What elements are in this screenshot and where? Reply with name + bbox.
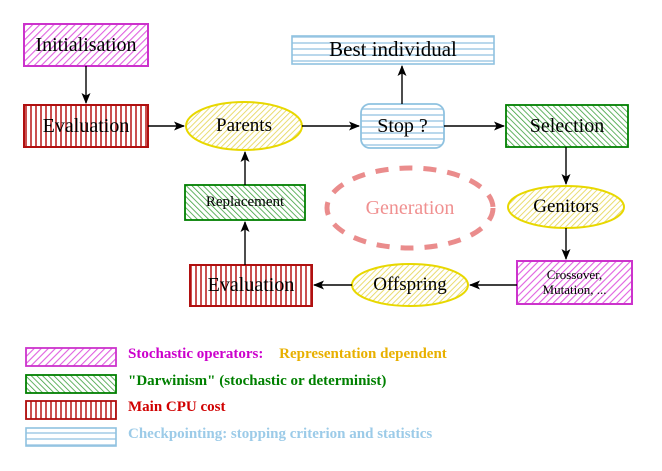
node-generation — [324, 165, 496, 251]
legend-text-extra: Representation dependent — [279, 346, 447, 362]
legend-text-main: Stochastic operators: — [128, 346, 264, 362]
legend-text-main: "Darwinism" (stochastic or determinist) — [128, 373, 387, 389]
legend-swatch-checkpointing — [25, 427, 117, 447]
legend-text-main: Checkpointing: stopping criterion and st… — [128, 426, 433, 442]
node-initialisation[interactable] — [23, 23, 149, 67]
legend-label-checkpointing: Checkpointing: stopping criterion and st… — [128, 426, 432, 443]
node-stop[interactable] — [360, 103, 445, 149]
legend-label-main-cpu-cost: Main CPU cost — [128, 399, 226, 416]
legend-label-darwinism: "Darwinism" (stochastic or determinist) — [128, 373, 386, 390]
legend-swatch-main-cpu-cost — [25, 400, 117, 420]
node-parents[interactable] — [185, 101, 303, 151]
legend-swatch-stochastic-operators — [25, 347, 117, 367]
node-evaluation-bottom[interactable] — [189, 264, 313, 307]
legend-swatch-darwinism — [25, 374, 117, 394]
node-replacement[interactable] — [184, 184, 306, 221]
node-evaluation-top[interactable] — [23, 104, 149, 148]
node-genitors[interactable] — [507, 185, 625, 229]
node-crossover-mutation[interactable] — [516, 260, 633, 305]
legend-text-main: Main CPU cost — [128, 399, 226, 415]
node-best-individual[interactable] — [291, 35, 495, 65]
node-selection[interactable] — [505, 104, 629, 148]
node-offspring[interactable] — [351, 263, 469, 307]
legend-label-stochastic-operators: Stochastic operators: Representation dep… — [128, 346, 447, 363]
